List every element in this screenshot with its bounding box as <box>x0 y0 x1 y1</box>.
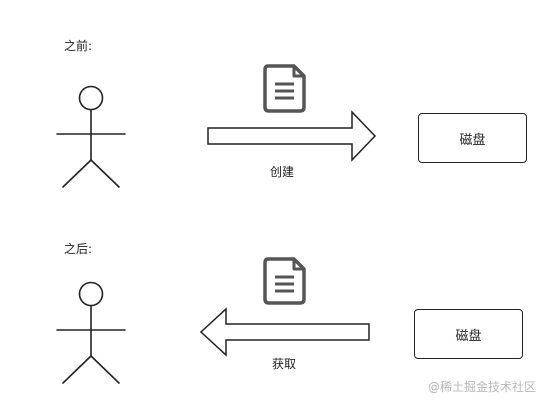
actor-figure-after <box>56 281 126 384</box>
create-label: 创建 <box>270 165 295 179</box>
document-icon-after <box>263 257 306 305</box>
after-heading: 之后: <box>64 242 93 256</box>
before-heading: 之前: <box>64 39 93 53</box>
left-arrow-fetch <box>199 307 370 357</box>
actor-figure-before <box>56 85 126 188</box>
disk-label-after: 磁盘 <box>455 328 482 344</box>
watermark-text: @稀土掘金技术社区 <box>428 380 537 394</box>
fetch-label: 获取 <box>272 357 297 371</box>
right-arrow-create <box>207 110 377 162</box>
document-icon-before <box>263 64 306 113</box>
disk-box-before: 磁盘 <box>418 113 527 163</box>
disk-label-before: 磁盘 <box>459 132 486 148</box>
disk-box-after: 磁盘 <box>414 309 523 359</box>
